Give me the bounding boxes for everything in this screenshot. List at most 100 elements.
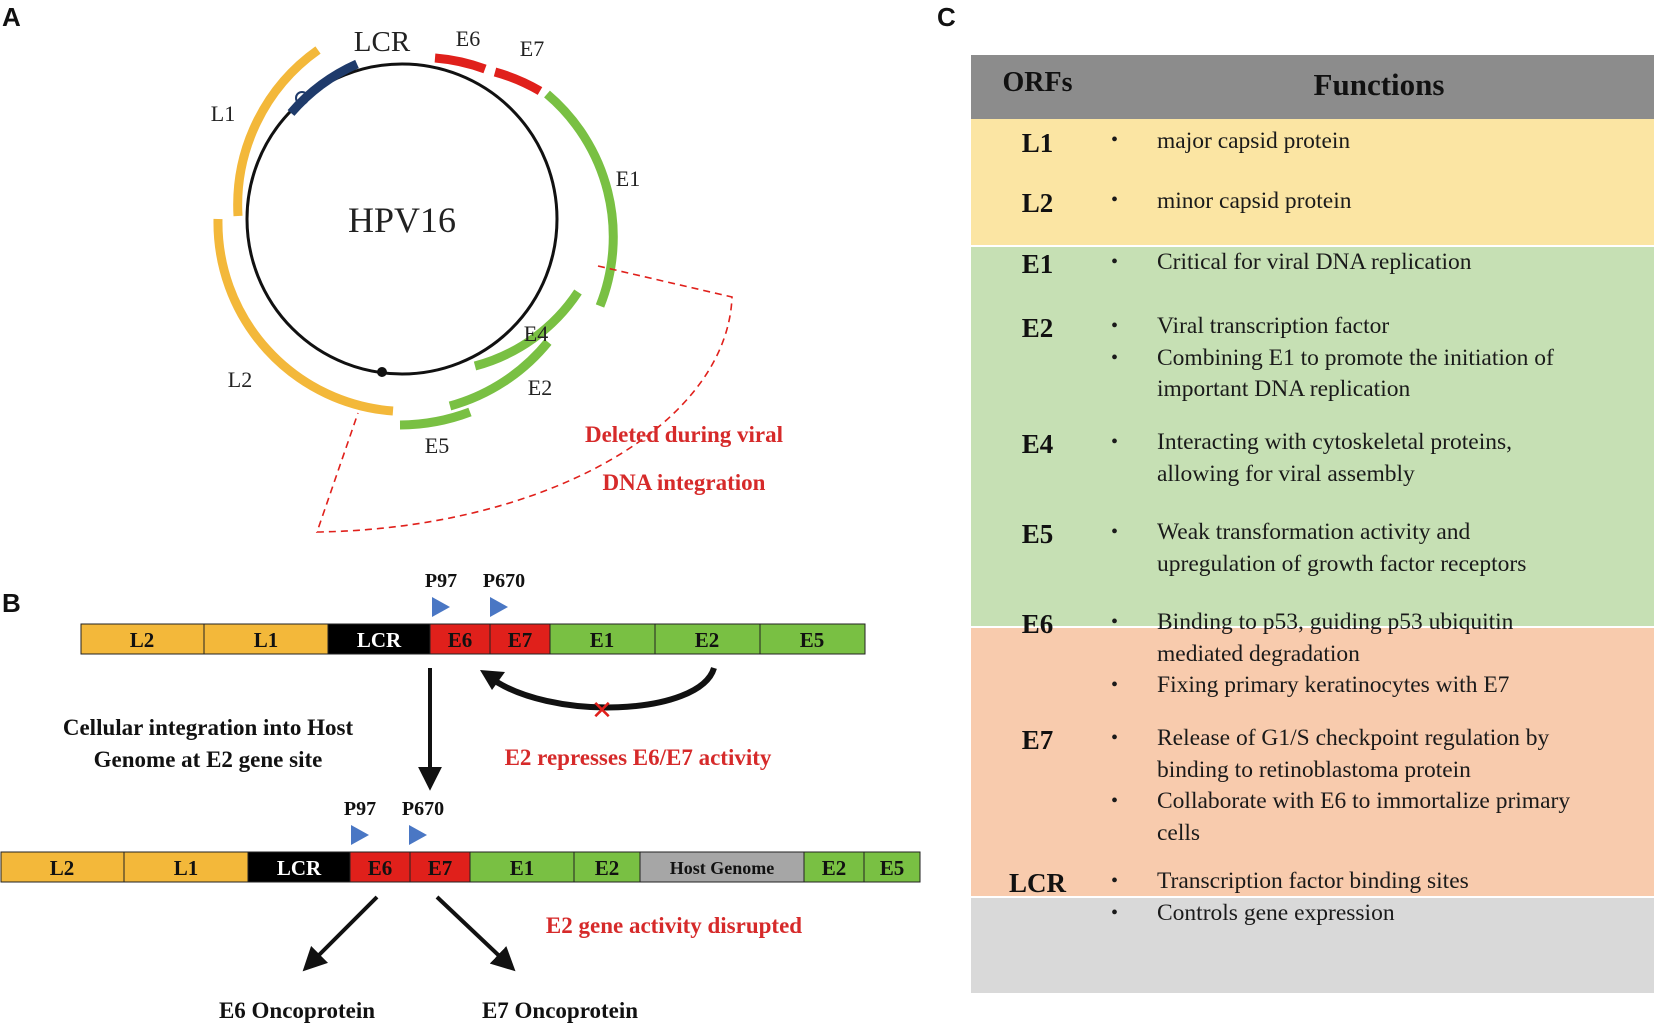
e6-label: E6	[456, 26, 480, 51]
e7-arc	[493, 67, 543, 95]
bullet: •	[1111, 521, 1119, 543]
repression-arrow	[486, 666, 717, 711]
bullet: •	[1111, 727, 1119, 749]
function-text: binding to retinoblastoma protein	[1157, 757, 1471, 783]
function-text: Fixing primary keratinocytes with E7	[1157, 672, 1510, 698]
table-header: ORFs Functions	[971, 55, 1654, 119]
seg-e6: E6	[368, 856, 393, 880]
function-text: Interacting with cytoskeletal proteins,	[1157, 429, 1513, 455]
bullet: •	[1111, 189, 1119, 211]
integration-label-line1: Cellular integration into Host	[63, 715, 354, 740]
seg-e6: E6	[448, 628, 473, 652]
e4-arc	[473, 289, 582, 371]
band-oncogenes	[971, 627, 1654, 897]
seg-e1: E1	[590, 628, 615, 652]
orf-e2: E2	[1021, 313, 1054, 343]
lcr-arc	[287, 59, 359, 116]
orf-l1: L1	[1021, 128, 1054, 158]
promoter-p97-bottom-arrow	[351, 825, 369, 845]
e5-arc	[399, 407, 472, 430]
genome-center-label: HPV16	[348, 200, 456, 240]
panel-label-c: C	[937, 2, 956, 32]
seg-e2: E2	[695, 628, 720, 652]
l1-arc	[233, 46, 321, 217]
e1-label: E1	[616, 166, 640, 191]
deleted-region-outline	[315, 265, 733, 533]
band-late	[971, 119, 1654, 246]
e6-arc	[434, 53, 487, 74]
seg-lcr: LCR	[277, 856, 322, 880]
function-text: Transcription factor binding sites	[1157, 868, 1469, 894]
e7-oncoprotein-label: E7 Oncoprotein	[482, 998, 638, 1023]
bullet: •	[1111, 129, 1119, 151]
seg-e5: E5	[800, 628, 825, 652]
e7-oncoprotein-arrow	[435, 895, 516, 972]
e2-label: E2	[528, 375, 552, 400]
function-text: Binding to p53, guiding p53 ubiquitin	[1157, 609, 1514, 635]
function-text: Controls gene expression	[1157, 900, 1395, 926]
promoter-p97-top: P97	[425, 570, 457, 592]
origin-marker-filled	[377, 367, 387, 377]
orf-e1: E1	[1021, 249, 1054, 279]
orf-e5: E5	[1021, 519, 1054, 549]
function-text: Combining E1 to promote the initiation o…	[1157, 345, 1554, 371]
orf-lcr: LCR	[1008, 868, 1066, 898]
genome-circle	[245, 62, 559, 376]
seg-e7: E7	[508, 628, 533, 652]
bullet: •	[1111, 902, 1119, 924]
orf-e7: E7	[1021, 725, 1054, 755]
function-text: upregulation of growth factor receptors	[1157, 551, 1527, 577]
panel-label-b: B	[2, 588, 21, 618]
repress-label: E2 represses E6/E7 activity	[505, 745, 772, 770]
seg-e1: E1	[510, 856, 535, 880]
header-functions: Functions	[1313, 67, 1445, 102]
bullet: •	[1111, 674, 1119, 696]
l2-arc	[213, 218, 394, 416]
repression-arrowhead	[480, 670, 505, 690]
orf-e6: E6	[1021, 609, 1054, 639]
bullet: •	[1111, 431, 1119, 453]
e1-arc	[544, 90, 618, 308]
band-divider	[971, 245, 1654, 247]
band-divider	[971, 626, 1654, 628]
band-lcr	[971, 897, 1654, 993]
bullet: •	[1111, 251, 1119, 273]
bullet: •	[1111, 611, 1119, 633]
repression-cross: ✕	[591, 696, 613, 725]
bullet: •	[1111, 870, 1119, 892]
deleted-label-line1: Deleted during viral	[585, 422, 783, 447]
function-text: cells	[1157, 820, 1201, 846]
promoter-p670-top-arrow	[490, 597, 508, 617]
promoter-p670-bottom: P670	[402, 798, 444, 820]
lcr-label: LCR	[354, 26, 411, 58]
e5-label: E5	[425, 433, 449, 458]
seg-lcr: LCR	[357, 628, 402, 652]
function-text: Viral transcription factor	[1157, 313, 1390, 339]
seg-l1: L1	[174, 856, 199, 880]
band-early	[971, 246, 1654, 627]
e2-arc	[448, 339, 552, 411]
function-text: mediated degradation	[1157, 641, 1360, 667]
function-text: important DNA replication	[1157, 376, 1411, 402]
e6-oncoprotein-arrow	[302, 895, 379, 972]
l1-label: L1	[211, 101, 235, 126]
bullet: •	[1111, 347, 1119, 369]
integration-label-line2: Genome at E2 gene site	[94, 747, 323, 772]
orf-e4: E4	[1021, 429, 1054, 459]
promoter-p97-bottom: P97	[344, 798, 376, 820]
e7-label: E7	[520, 36, 544, 61]
seg-e7: E7	[428, 856, 453, 880]
linear-genome-top: L2 L1 LCR E6 E7 E1 E2 E5	[80, 623, 866, 655]
function-text: Weak transformation activity and	[1157, 519, 1471, 545]
bullet: •	[1111, 315, 1119, 337]
promoter-p670-top: P670	[483, 570, 525, 592]
seg-l2: L2	[130, 628, 155, 652]
l2-label: L2	[228, 367, 252, 392]
promoter-p670-bottom-arrow	[409, 825, 427, 845]
function-text: minor capsid protein	[1157, 188, 1352, 214]
band-divider	[971, 896, 1654, 898]
function-text: major capsid protein	[1157, 128, 1351, 154]
disrupted-label: E2 gene activity disrupted	[546, 913, 802, 938]
seg-e2-split: E2	[822, 856, 847, 880]
seg-l2: L2	[50, 856, 75, 880]
